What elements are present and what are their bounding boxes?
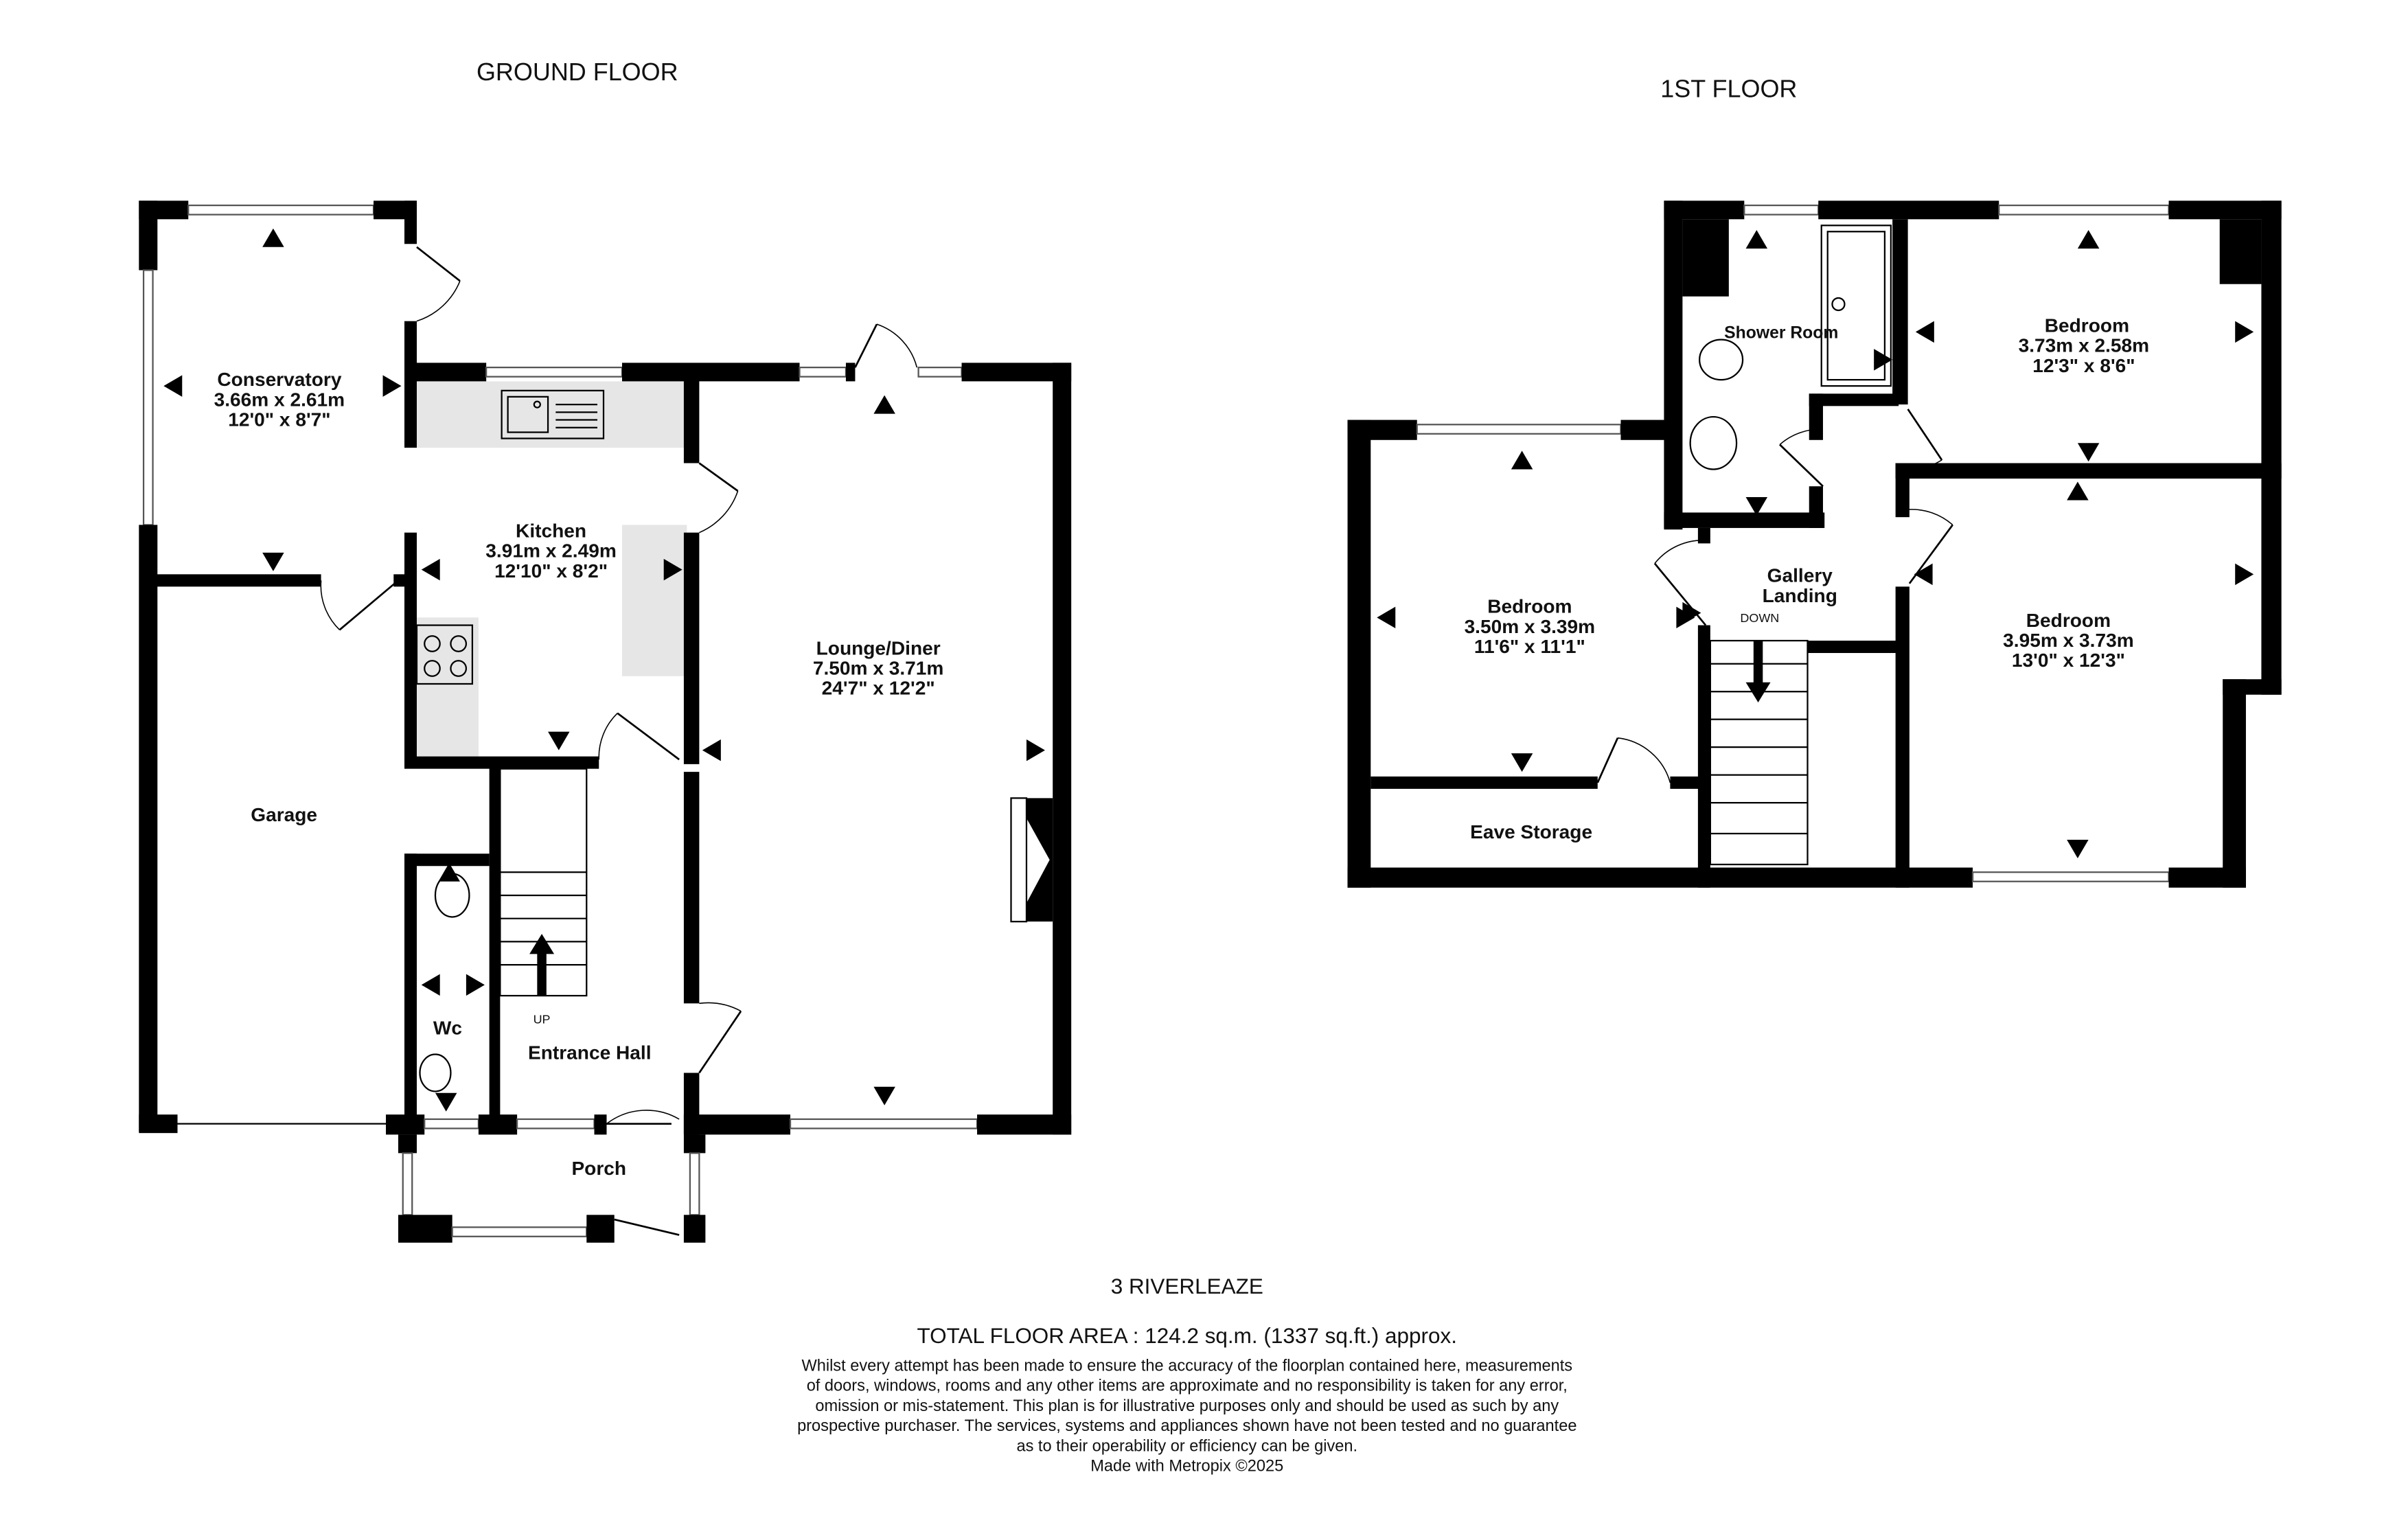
bedroom-rear-name: Bedroom (2026, 610, 2111, 631)
toilet-icon-1f (1699, 339, 1744, 381)
bedroom-front-name: Bedroom (2045, 314, 2129, 336)
bedroom-front-imperial: 12'3" x 8'6" (2032, 355, 2135, 376)
first-floor-title: 1ST FLOOR (1660, 75, 1797, 103)
bedroom-rear-metric: 3.95m x 3.73m (2003, 630, 2134, 651)
sink-icon (501, 389, 605, 439)
conservatory-metric: 3.66m x 2.61m (214, 389, 345, 410)
porch-name: Porch (571, 1158, 626, 1179)
gallery-landing-line1: Gallery (1767, 565, 1833, 586)
eave-storage-name: Eave Storage (1470, 821, 1592, 842)
stairs-up (489, 764, 588, 1119)
dimension-arrows-1f (1377, 230, 2254, 859)
lounge-name: Lounge/Diner (816, 637, 941, 658)
gallery-landing-line2: Landing (1763, 585, 1837, 606)
bedroom-front-metric: 3.73m x 2.58m (2019, 335, 2150, 356)
stairs-up-label: UP (534, 1013, 551, 1027)
kitchen-name: Kitchen (516, 520, 586, 541)
credit: Made with Metropix ©2025 (1090, 1457, 1283, 1475)
conservatory-name: Conservatory (217, 369, 341, 390)
disclaimer-line: Whilst every attempt has been made to en… (801, 1357, 1572, 1375)
bedroom-left-imperial: 11'6" x 11'1" (1474, 636, 1585, 657)
lounge-imperial: 24'7" x 12'2" (822, 678, 935, 699)
conservatory-imperial: 12'0" x 8'7" (228, 409, 330, 431)
kitchen-counter-left (413, 617, 479, 757)
bedroom-left-metric: 3.50m x 3.39m (1465, 616, 1596, 637)
shower-room-name: Shower Room (1724, 323, 1838, 342)
disclaimer-line: omission or mis-statement. This plan is … (815, 1397, 1559, 1415)
ground-floor-title: GROUND FLOOR (477, 58, 678, 86)
address: 3 RIVERLEAZE (1111, 1274, 1263, 1298)
garage-name: Garage (251, 804, 317, 825)
stairs-down (1709, 639, 1809, 866)
kitchen-counter-top (413, 381, 689, 448)
kitchen-metric: 3.91m x 2.49m (485, 540, 617, 562)
kitchen-imperial: 12'10" x 8'2" (494, 560, 608, 582)
disclaimer-line: of doors, windows, rooms and any other i… (807, 1377, 1568, 1395)
basin-icon-1f (1689, 415, 1738, 470)
total-floor-area: TOTAL FLOOR AREA : 124.2 sq.m. (1337 sq.… (917, 1324, 1457, 1348)
disclaimer-line: prospective purchaser. The services, sys… (797, 1417, 1576, 1435)
shower-tray-icon (1820, 225, 1892, 387)
fireplace-icon (1010, 797, 1053, 923)
dimension-arrows (163, 228, 1045, 1112)
bedroom-rear-imperial: 13'0" x 12'3" (2012, 650, 2125, 671)
stairs-down-label: DOWN (1740, 611, 1779, 625)
first-floor-plan (1347, 200, 2282, 888)
kitchen-counter-right (621, 525, 687, 676)
bedroom-left-name: Bedroom (1487, 596, 1572, 617)
lounge-metric: 7.50m x 3.71m (813, 657, 944, 678)
entrance-hall-name: Entrance Hall (528, 1042, 652, 1063)
ground-floor-plan: UP (139, 200, 1072, 1243)
disclaimer-line: as to their operability or efficiency ca… (1016, 1437, 1357, 1455)
basin-icon (419, 1053, 452, 1092)
wc-name: Wc (433, 1017, 462, 1038)
